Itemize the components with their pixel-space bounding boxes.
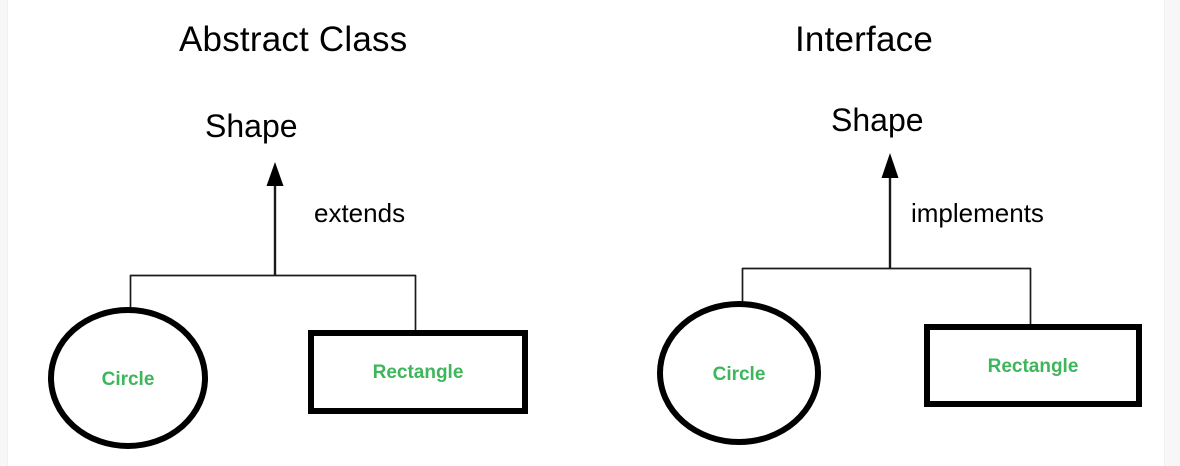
edge-label-implements: implements	[911, 198, 1044, 228]
node-shape-circle	[657, 301, 821, 445]
node-shape-circle	[48, 307, 208, 449]
page-gutter-right	[1164, 0, 1180, 466]
panel-abstract-class-graphics	[48, 162, 528, 449]
panel-title-interface: Interface	[795, 20, 933, 59]
node-shape-rectangle	[308, 330, 528, 414]
node-label-rectangle: Rectangle	[987, 356, 1079, 377]
node-shape-rectangle	[924, 324, 1142, 407]
node-label-circle: Circle	[712, 364, 766, 385]
root-node-label-shape: Shape	[205, 108, 298, 144]
node-label-circle: Circle	[101, 369, 155, 390]
panel-interface-graphics	[657, 153, 1142, 445]
page-gutter-left	[0, 0, 8, 466]
panel-title-abstract-class: Abstract Class	[179, 20, 408, 59]
edge-label-extends: extends	[314, 198, 406, 228]
node-label-rectangle: Rectangle	[372, 362, 464, 383]
root-node-label-shape: Shape	[831, 102, 924, 138]
inheritance-arrow-head	[266, 162, 284, 186]
implements-arrow-head	[881, 153, 899, 178]
